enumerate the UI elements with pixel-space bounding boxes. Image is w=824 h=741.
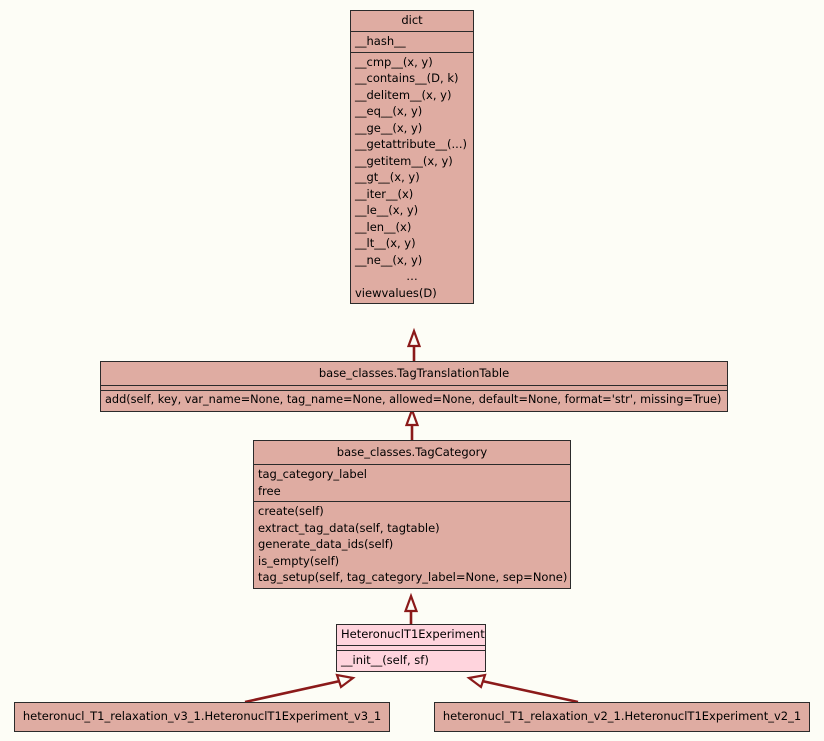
attributes-compartment-empty — [337, 646, 485, 651]
class-box-dict[interactable]: dict __hash__ __cmp__(x, y) __contains__… — [350, 10, 474, 304]
attributes-compartment: __hash__ — [351, 32, 473, 53]
attribute-row: __hash__ — [355, 34, 406, 48]
class-name-compartment: base_classes.TagCategory — [254, 441, 570, 465]
attributes-compartment-empty — [101, 386, 727, 391]
edge-heteronuclt1experiment-to-tagcategory — [403, 592, 419, 624]
attribute-row: tag_category_label — [258, 467, 367, 481]
method-row: extract_tag_data(self, tagtable) — [258, 520, 440, 535]
methods-compartment: add(self, key, var_name=None, tag_name=N… — [101, 391, 727, 411]
attribute-row: free — [258, 483, 281, 498]
method-row: __getattribute__(...) — [355, 137, 467, 151]
method-row: __contains__(D, k) — [355, 71, 459, 85]
method-row: __cmp__(x, y) — [355, 54, 433, 69]
class-name-label: HeteronuclT1Experiment — [341, 627, 485, 641]
class-box-tagtranslationtable[interactable]: base_classes.TagTranslationTable add(sel… — [100, 361, 728, 412]
method-row: __iter__(x) — [355, 186, 414, 201]
method-row: __getitem__(x, y) — [355, 153, 453, 168]
method-row: __eq__(x, y) — [355, 104, 423, 118]
method-row: create(self) — [258, 504, 324, 518]
method-row: add(self, key, var_name=None, tag_name=N… — [105, 393, 722, 406]
method-row: __ne__(x, y) — [355, 252, 423, 267]
methods-compartment: __init__(self, sf) — [337, 651, 485, 671]
edge-tagcategory-to-tagtranslationtable — [404, 406, 420, 440]
methods-compartment: __cmp__(x, y) __contains__(D, k) __delit… — [351, 53, 473, 304]
class-name-compartment: base_classes.TagTranslationTable — [101, 362, 727, 386]
class-name-compartment: heteronucl_T1_relaxation_v2_1.Heteronucl… — [435, 703, 809, 731]
class-name-label: base_classes.TagTranslationTable — [318, 366, 510, 380]
method-row: viewvalues(D) — [355, 285, 437, 300]
method-row: tag_setup(self, tag_category_label=None,… — [258, 570, 568, 584]
method-row: __init__(self, sf) — [341, 653, 429, 667]
class-name-label: dict — [401, 13, 423, 27]
attributes-compartment: tag_category_label free — [254, 465, 570, 502]
edge-tagtranslationtable-to-dict — [406, 327, 422, 361]
method-row: is_empty(self) — [258, 553, 340, 568]
class-box-heteronuclt1experiment[interactable]: HeteronuclT1Experiment __init__(self, sf… — [336, 624, 486, 672]
class-name-compartment: HeteronuclT1Experiment — [337, 625, 485, 646]
method-row: __le__(x, y) — [355, 203, 419, 217]
class-box-heteronuclt1experiment-v3-1[interactable]: heteronucl_T1_relaxation_v3_1.Heteronucl… — [14, 702, 390, 732]
class-name-compartment: heteronucl_T1_relaxation_v3_1.Heteronucl… — [15, 703, 389, 731]
class-name-compartment: dict — [351, 11, 473, 32]
method-row: __delitem__(x, y) — [355, 87, 452, 102]
class-name-label: base_classes.TagCategory — [336, 445, 488, 459]
class-box-tagcategory[interactable]: base_classes.TagCategory tag_category_la… — [253, 440, 571, 589]
method-row-ellipsis: … — [406, 269, 418, 283]
method-row: __ge__(x, y) — [355, 120, 423, 135]
method-row: __lt__(x, y) — [355, 236, 416, 250]
methods-compartment: create(self) extract_tag_data(self, tagt… — [254, 502, 570, 588]
class-name-label: heteronucl_T1_relaxation_v3_1.Heteronucl… — [22, 709, 382, 723]
class-name-label: heteronucl_T1_relaxation_v2_1.Heteronucl… — [442, 709, 802, 723]
method-row: __gt__(x, y) — [355, 170, 420, 184]
edge-subclass-v2-to-heteronuclt1experiment — [466, 673, 579, 704]
class-box-heteronuclt1experiment-v2-1[interactable]: heteronucl_T1_relaxation_v2_1.Heteronucl… — [434, 702, 810, 732]
method-row: generate_data_ids(self) — [258, 537, 394, 551]
method-row: __len__(x) — [355, 219, 412, 234]
edge-subclass-v3-to-heteronuclt1experiment — [244, 673, 356, 704]
